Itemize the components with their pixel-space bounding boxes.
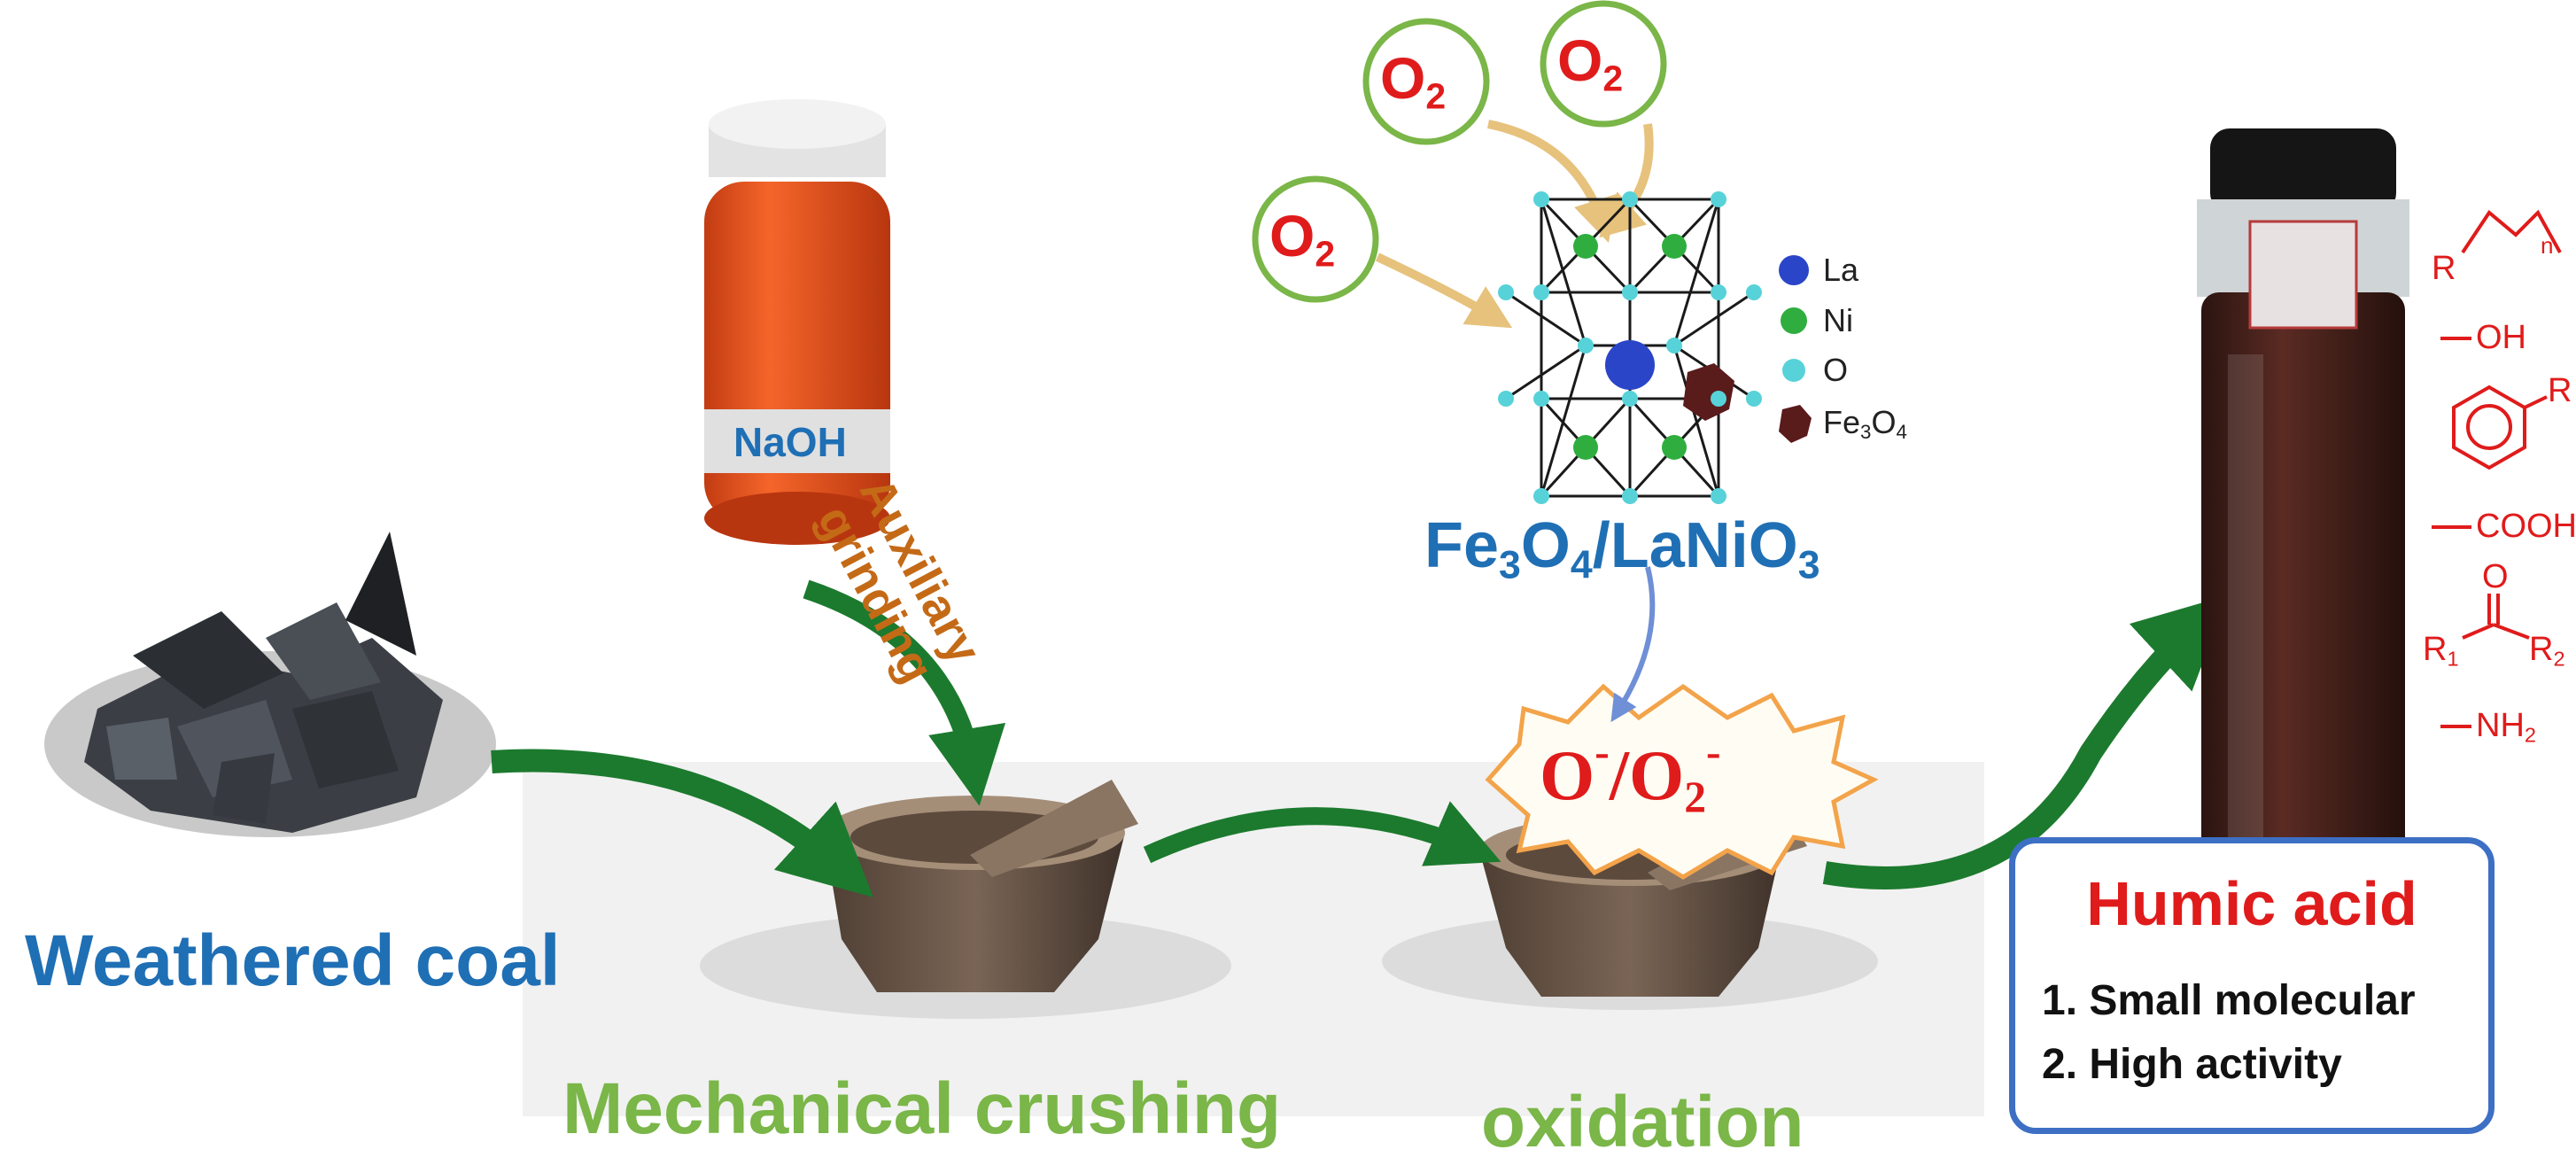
- radical-burst: [1485, 683, 1879, 880]
- fg-hydroxyl: OH: [2476, 319, 2526, 356]
- catalyst-o: O: [1520, 510, 1571, 581]
- catalyst-label: Fe3O4/LaNiO3: [1424, 509, 1820, 587]
- radical-o-charge: -: [1594, 727, 1610, 776]
- o2-label-left: O2: [1269, 202, 1335, 275]
- o2-label-top-left: O2: [1380, 44, 1446, 117]
- catalyst-o-sub: 4: [1570, 543, 1593, 587]
- fg-carboxyl: COOH: [2476, 508, 2576, 545]
- fg-amino-sub: 2: [2524, 723, 2536, 747]
- fg-r1: R1: [2423, 631, 2459, 672]
- radical-slash: /: [1609, 737, 1629, 816]
- legend-o-label: O: [1823, 352, 1849, 388]
- naoh-label: NaOH: [733, 419, 847, 465]
- mortar-1: [700, 780, 1231, 1019]
- legend-ni-label: Ni: [1823, 302, 1853, 338]
- naoh-bottle: [704, 99, 890, 545]
- legend-la-label: La: [1823, 252, 1859, 288]
- radical-o: O: [1540, 737, 1595, 816]
- legend-ni-marker: [1781, 307, 1807, 334]
- legend-fe3o4-sub3: 3: [1860, 421, 1872, 444]
- radical-o2-charge: -: [1706, 727, 1721, 776]
- catalyst-lanio-sub: 3: [1797, 543, 1820, 587]
- legend-o-marker: [1782, 359, 1805, 382]
- radical-o2: O: [1628, 737, 1685, 816]
- product-box: Humic acid 1. Small molecular 2. High ac…: [2009, 837, 2495, 1134]
- lattice-atoms: [1498, 191, 1762, 504]
- arrow-o2-top-right: [1599, 123, 1654, 238]
- o2-letter: O: [1269, 203, 1315, 268]
- legend-fe3o4-o: O: [1871, 404, 1897, 440]
- legend-la-marker: [1779, 255, 1809, 285]
- arrow-catalyst-to-radicals: [1610, 566, 1656, 723]
- catalyst-lanio: /LaNiO: [1592, 510, 1798, 581]
- catalyst-fe: Fe: [1424, 510, 1500, 581]
- arrow-mortar-to-mortar: [1143, 801, 1501, 866]
- humic-acid-vial: [2197, 128, 2409, 975]
- fg-aromatic-r: R: [2548, 372, 2572, 409]
- fg-r2-letter: R: [2529, 631, 2554, 668]
- fg-amino: NH2: [2476, 707, 2536, 748]
- product-feature-2: 2. High activity: [2042, 1041, 2342, 1088]
- arrow-coal-to-mortar: [491, 749, 873, 897]
- legend-fe3o4-marker: [1779, 405, 1812, 443]
- fg-r2: R2: [2529, 631, 2565, 672]
- o2-ring-left: [1252, 175, 1379, 303]
- radical-species-label: O-/O2-: [1540, 726, 1721, 822]
- catalyst-fe-sub: 3: [1499, 543, 1521, 587]
- weathered-coal-image: [44, 532, 496, 837]
- fg-alkyl-n: n: [2541, 232, 2554, 259]
- arrow-o2-top-left: [1487, 120, 1617, 244]
- fg-r1-letter: R: [2423, 631, 2448, 668]
- radical-o2-sub: 2: [1684, 773, 1707, 822]
- legend-fe3o4-label: Fe3O4: [1823, 404, 1907, 444]
- o2-label-top-right: O2: [1557, 27, 1623, 99]
- mechanical-crushing-label: Mechanical crushing: [563, 1068, 1282, 1149]
- fg-amino-nh: NH: [2476, 707, 2525, 744]
- o2-subscript: 2: [1602, 58, 1624, 99]
- product-feature-1: 1. Small molecular: [2042, 977, 2416, 1024]
- weathered-coal-label: Weathered coal: [25, 920, 561, 1001]
- legend-fe3o4-fe: Fe: [1823, 404, 1861, 440]
- legend-fe3o4-sub4: 4: [1896, 421, 1907, 444]
- functional-group-structures: [2432, 209, 2562, 728]
- o2-subscript: 2: [1425, 75, 1447, 117]
- arrow-o2-left: [1375, 252, 1513, 329]
- fg-r2-sub: 2: [2553, 647, 2565, 671]
- oxidation-label: oxidation: [1481, 1082, 1804, 1162]
- o2-ring-top-right: [1540, 0, 1667, 128]
- arrow-naoh-to-mortar: [803, 579, 1006, 806]
- fg-alkyl-r: R: [2432, 250, 2456, 287]
- o2-letter: O: [1557, 27, 1603, 93]
- o2-letter: O: [1380, 45, 1426, 111]
- o2-ring-top-left: [1362, 18, 1490, 145]
- fg-carbonyl-o: O: [2482, 558, 2509, 595]
- arrow-mortar-to-product: [1822, 594, 2229, 889]
- product-title: Humic acid: [2086, 869, 2417, 938]
- fg-r1-sub: 1: [2447, 647, 2459, 671]
- o2-subscript: 2: [1315, 233, 1336, 275]
